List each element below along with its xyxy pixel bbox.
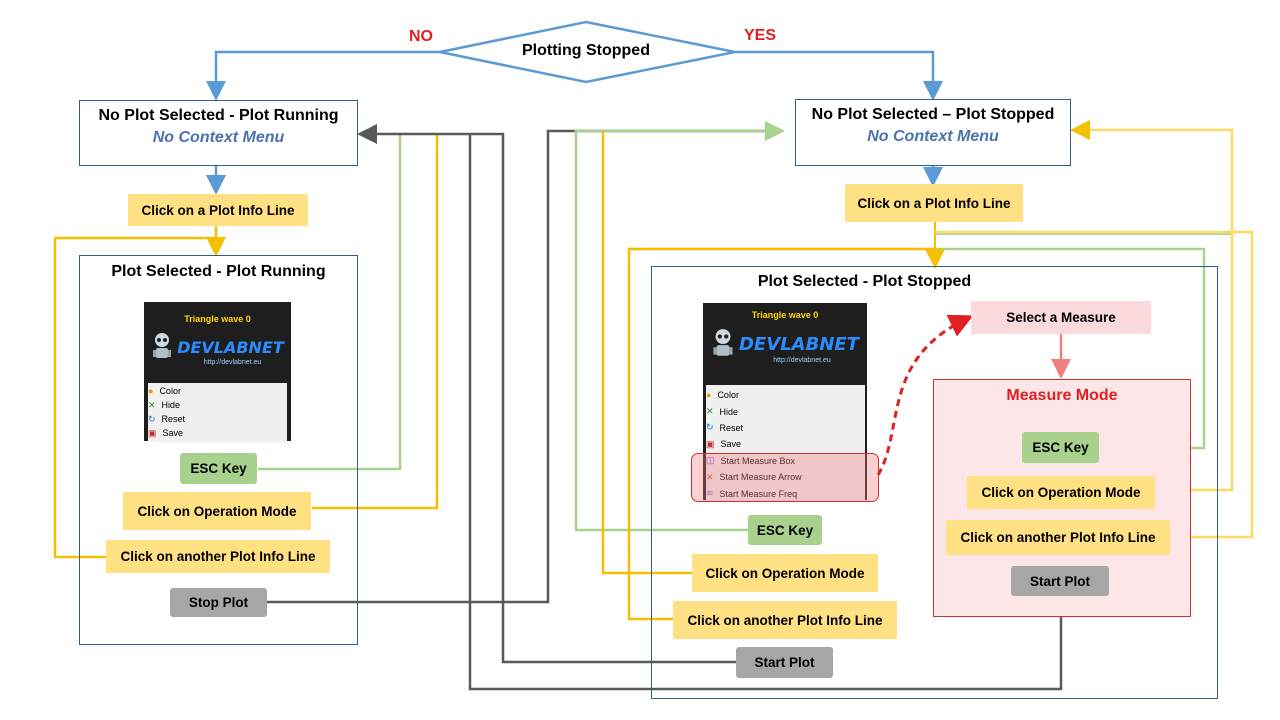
menu-item-reset: ↻Reset (706, 422, 744, 433)
arrow-left-esc-return (258, 134, 402, 471)
menu-items: ●Color ✕Hide ↻Reset ▣Save ◫Start Measure… (706, 385, 865, 502)
state-title: Plot Selected - Plot Stopped (757, 273, 972, 290)
decision-yes-label: YES (744, 27, 777, 44)
palette-icon: ● (706, 390, 712, 401)
arrow-yes-branch (735, 50, 943, 101)
menu-item-save: ▣Save (148, 427, 184, 439)
menu-title: Triangle wave 0 (751, 310, 819, 320)
state-title: Measure Mode (1006, 387, 1118, 404)
context-menu-preview-left: Triangle wave 0 DEVLABNET http://devlabn… (144, 302, 291, 442)
brand-url: http://devlabnet.eu (773, 357, 831, 364)
save-icon: ▣ (148, 427, 157, 438)
action-another-plot-info-mid: Click on another Plot Info Line (673, 601, 897, 639)
state-subtitle: No Context Menu (867, 128, 999, 145)
menu-item-hide: ✕Hide (148, 399, 181, 411)
action-operation-mode-left: Click on Operation Mode (123, 492, 311, 530)
arrow-opmode-mid-return (601, 131, 692, 575)
context-menu-preview-right: Triangle wave 0 DEVLABNET http://devlabn… (703, 303, 867, 502)
state-title: No Plot Selected – Plot Stopped (811, 106, 1055, 123)
brand-name: DEVLABNET (739, 333, 859, 355)
state-no-plot-running: No Plot Selected - Plot Running No Conte… (79, 100, 358, 166)
arrow-startplot-measure-return (468, 134, 1063, 691)
action-operation-mode-measure: Click on Operation Mode (967, 476, 1155, 509)
brand-name: DEVLABNET (177, 337, 284, 357)
arrow-esc-mid-return (574, 121, 785, 532)
state-no-plot-stopped: No Plot Selected – Plot Stopped No Conte… (795, 99, 1071, 166)
action-operation-mode-mid: Click on Operation Mode (692, 554, 878, 592)
arrow-left-another-loop (53, 236, 216, 559)
measure-box-icon: ◫ (706, 455, 715, 466)
palette-icon: ● (148, 386, 154, 396)
state-plot-selected-running: Plot Selected - Plot Running (79, 255, 358, 645)
measure-arrow-icon: ✕ (706, 471, 714, 482)
action-esc-key-left: ESC Key (180, 453, 257, 484)
action-select-measure: Select a Measure (971, 301, 1151, 334)
arrow-no-branch (206, 50, 440, 101)
arrow-startplot-mid-return (357, 124, 736, 664)
refresh-icon: ↻ (148, 413, 156, 424)
menu-item-reset: ↻Reset (148, 413, 186, 425)
decision-no-label: NO (409, 28, 433, 45)
action-stop-plot: Stop Plot (170, 588, 267, 617)
action-click-plot-info-right: Click on a Plot Info Line (845, 184, 1023, 222)
arrow-another-measure-loop (935, 230, 1254, 539)
brand-url: http://devlabnet.eu (203, 359, 262, 366)
menu-title: Triangle wave 0 (184, 314, 251, 324)
menu-item-save: ▣Save (706, 438, 742, 450)
measure-freq-icon: ≋ (706, 488, 714, 499)
decision-label: Plotting Stopped (522, 42, 650, 59)
action-click-plot-info-left: Click on a Plot Info Line (128, 194, 308, 226)
menu-items: ●Color ✕Hide ↻Reset ▣Save (148, 383, 287, 442)
hide-icon: ✕ (706, 406, 714, 417)
state-plot-selected-stopped: Plot Selected - Plot Stopped (651, 266, 1218, 699)
action-esc-key-mid: ESC Key (748, 515, 822, 545)
menu-item-color: ●Color (706, 390, 739, 401)
refresh-icon: ↻ (706, 422, 714, 433)
menu-item-color: ●Color (148, 386, 181, 396)
robot-icon (153, 333, 172, 358)
arrow-dashed-select-measure (876, 314, 974, 476)
menu-item-hide: ✕Hide (706, 406, 739, 417)
action-another-plot-info-measure: Click on another Plot Info Line (946, 520, 1170, 555)
action-start-plot-mid: Start Plot (736, 647, 833, 678)
state-subtitle: No Context Menu (152, 129, 285, 146)
menu-item-measure-arrow: ✕Start Measure Arrow (706, 471, 802, 483)
arrow-left-opmode-return (312, 134, 439, 510)
menu-item-measure-box: ◫Start Measure Box (706, 455, 796, 466)
state-title: No Plot Selected - Plot Running (98, 107, 339, 124)
save-icon: ▣ (706, 438, 715, 449)
devlabnet-logo: DEVLABNET (703, 328, 867, 360)
menu-item-measure-freq: ≋Start Measure Freq (706, 488, 798, 499)
state-title: Plot Selected - Plot Running (111, 263, 326, 280)
action-another-plot-info-left: Click on another Plot Info Line (106, 540, 330, 573)
action-esc-key-measure: ESC Key (1022, 432, 1099, 463)
robot-icon (713, 329, 733, 356)
devlabnet-logo: DEVLABNET (144, 332, 291, 362)
measure-items-highlight (691, 453, 879, 502)
hide-icon: ✕ (148, 399, 156, 410)
arrow-opmode-measure-return (1070, 120, 1234, 492)
action-start-plot-measure: Start Plot (1011, 566, 1109, 596)
